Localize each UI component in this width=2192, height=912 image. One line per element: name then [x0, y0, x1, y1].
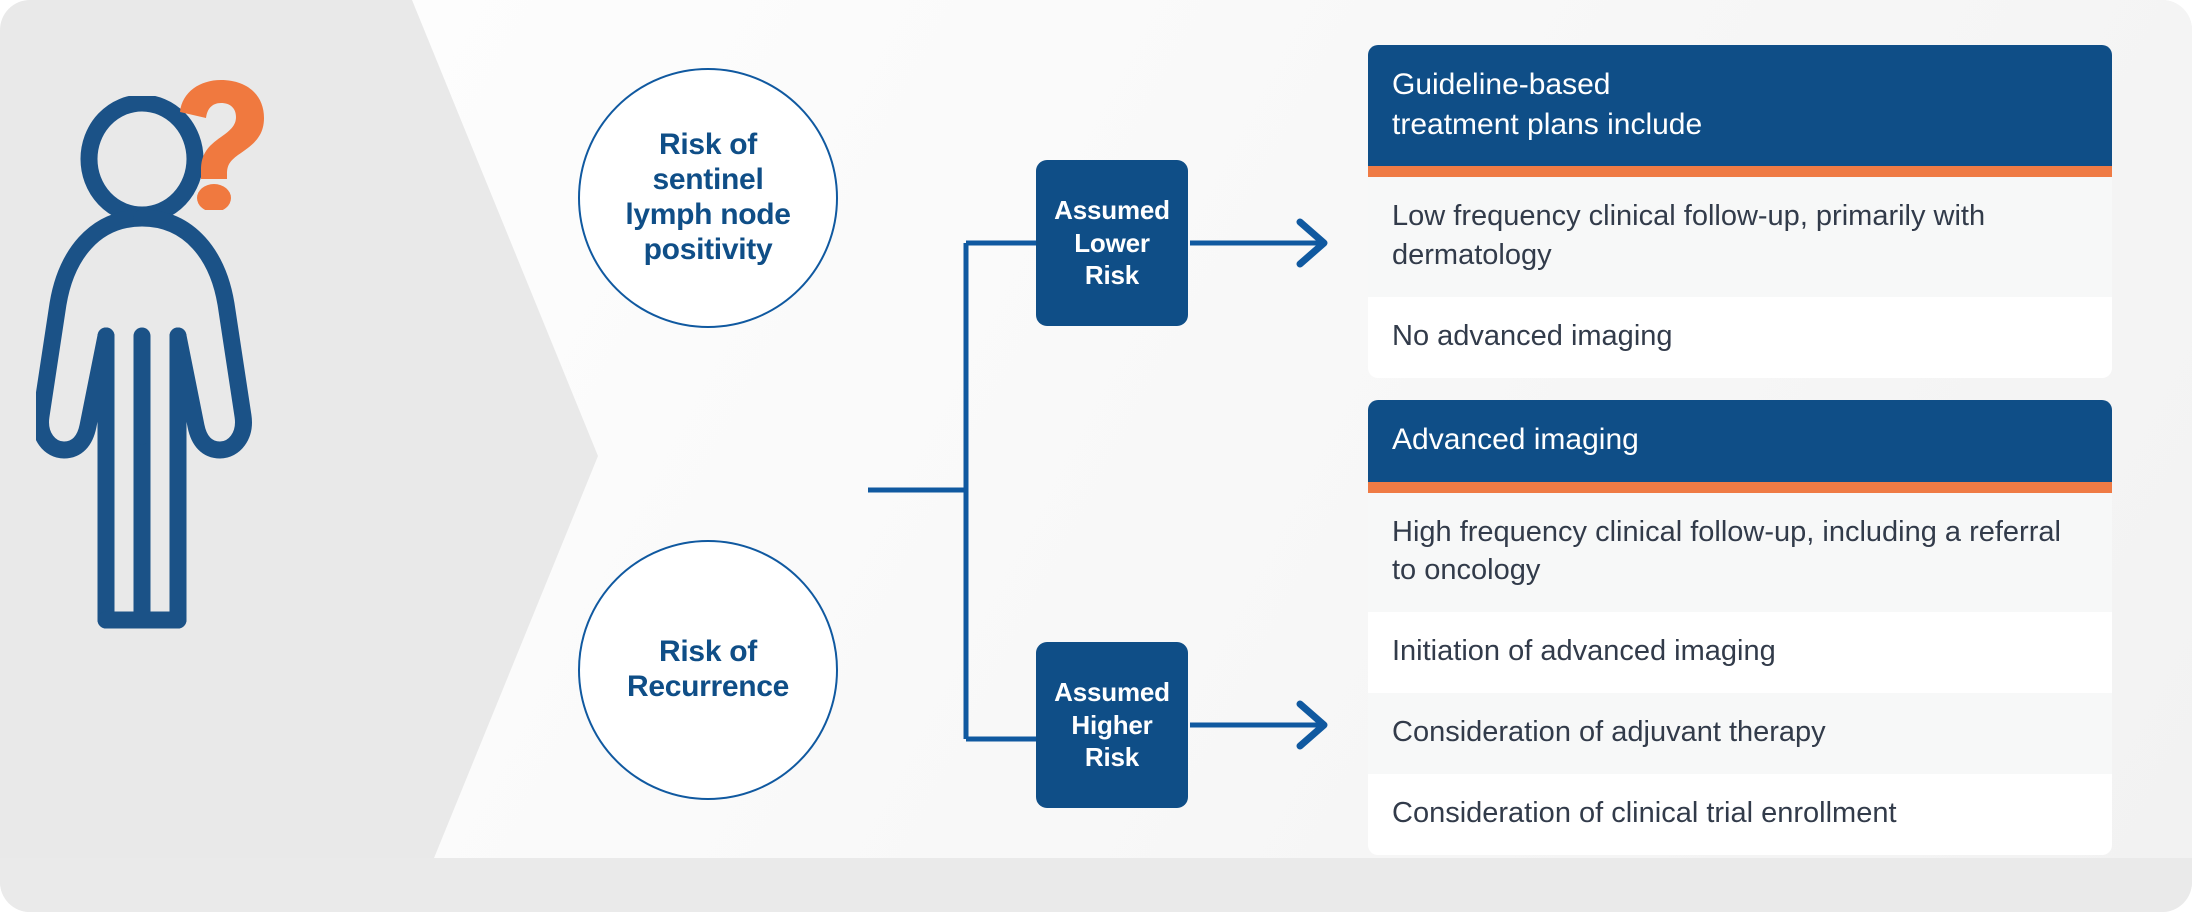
card-header-line: treatment plans include	[1392, 107, 1703, 141]
circle-line: lymph node	[625, 198, 791, 231]
assumed-box-line: Assumed	[1054, 677, 1170, 708]
card-row: No advanced imaging	[1368, 296, 2112, 378]
card-guideline-based: Guideline-based treatment plans include …	[1368, 45, 2112, 378]
card-header: Advanced imaging	[1368, 400, 2112, 482]
card-row: Initiation of advanced imaging	[1368, 612, 2112, 694]
card-advanced-imaging: Advanced imaging High frequency clinical…	[1368, 400, 2112, 855]
card-row: Low frequency clinical follow-up, primar…	[1368, 177, 2112, 297]
card-row: Consideration of adjuvant therapy	[1368, 693, 2112, 775]
circle-line: Recurrence	[626, 670, 790, 703]
bottom-gray-band	[0, 858, 2192, 912]
question-mark-icon	[180, 80, 264, 210]
assumed-box-line: Lower	[1074, 227, 1150, 258]
card-accent-bar	[1368, 481, 2112, 493]
assumed-lower-risk-box[interactable]: Assumed Lower Risk	[1036, 160, 1188, 326]
card-header: Guideline-based treatment plans include	[1368, 45, 2112, 167]
card-row: Consideration of clinical trial enrollme…	[1368, 774, 2112, 855]
risk-circle-sentinel-lymph-node-positivity[interactable]: Risk of sentinel lymph node positivity	[578, 68, 838, 328]
card-row: High frequency clinical follow-up, inclu…	[1368, 492, 2112, 613]
assumed-box-line: Higher	[1071, 709, 1153, 740]
card-header-line: Guideline-based	[1392, 68, 1611, 101]
assumed-box-line: Risk	[1084, 260, 1140, 291]
circle-line: positivity	[643, 232, 773, 266]
card-header-line: Advanced imaging	[1392, 423, 1639, 456]
standing-person-outline-icon	[36, 96, 252, 629]
assumed-box-line: Assumed	[1054, 195, 1170, 226]
circle-line: Risk of	[659, 128, 757, 162]
circle-line: Risk of	[659, 635, 757, 669]
risk-circle-recurrence[interactable]: Risk of Recurrence	[578, 540, 838, 800]
circle-line: sentinel	[652, 163, 764, 197]
assumed-higher-risk-box[interactable]: Assumed Higher Risk	[1036, 642, 1188, 808]
card-accent-bar	[1368, 166, 2112, 178]
assumed-box-line: Risk	[1084, 742, 1140, 773]
